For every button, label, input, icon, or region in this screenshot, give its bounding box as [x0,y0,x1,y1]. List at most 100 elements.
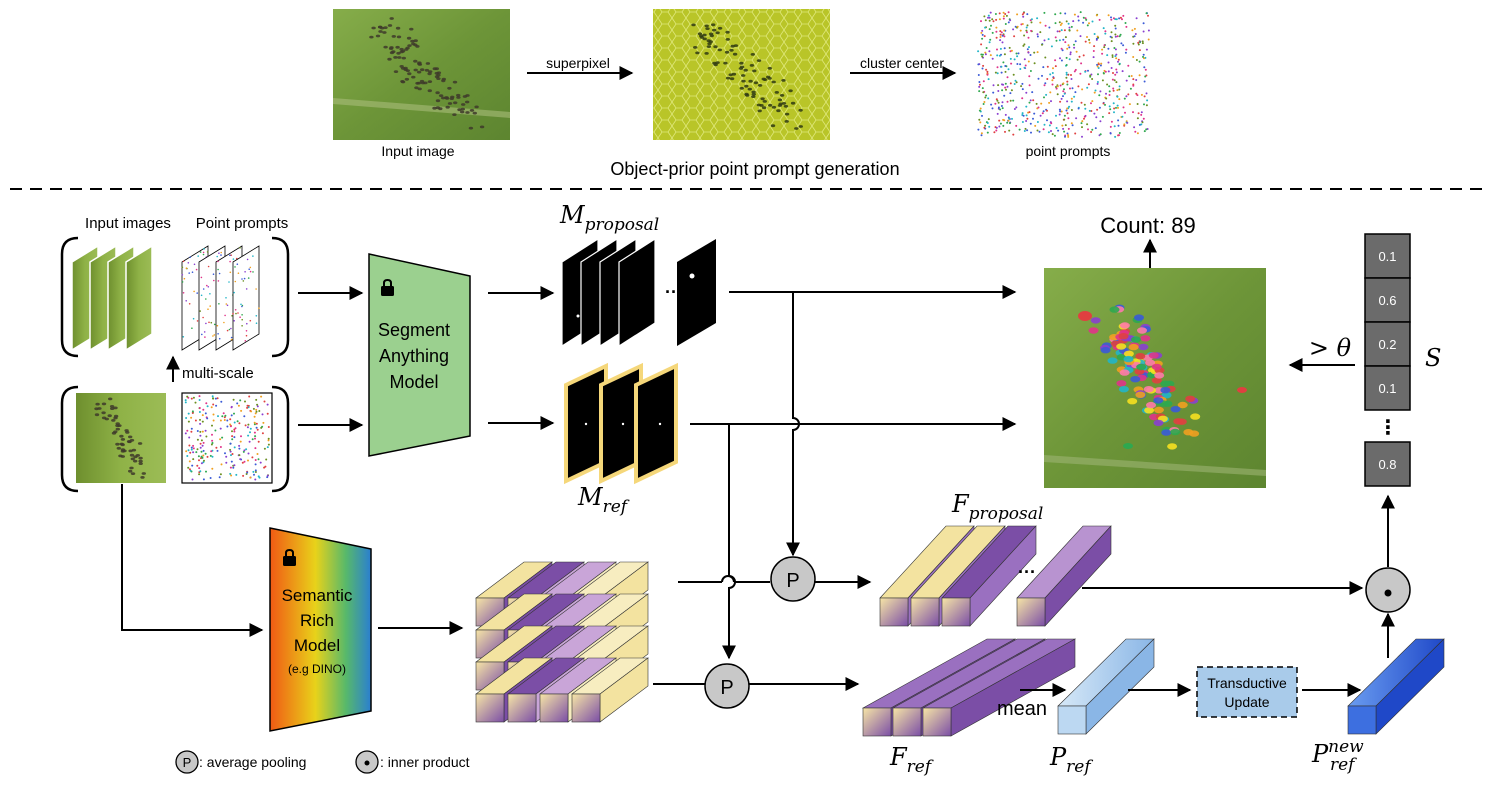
sheep [101,411,106,415]
prompt-dot [1081,88,1084,91]
prompt-dot [988,19,991,22]
point-prompt-dots [977,11,1150,138]
multiscale-label: multi-scale [182,365,254,382]
prompt-dot [187,262,190,264]
prompt-dot [199,430,202,433]
legend-pool-symbol: P [183,755,192,770]
prompt-dot [1111,78,1114,81]
prompt-dot [1132,56,1135,58]
prompt-dot [981,87,984,90]
sheep [375,34,381,38]
prompt-dot [215,446,218,449]
segment-blob [1144,407,1155,414]
prompt-dot [218,252,220,254]
prompt-dot [236,263,239,266]
prompt-dot [1026,117,1029,120]
prompt-dot [1101,115,1104,118]
prompt-dot [247,434,250,437]
prompt-dot [1023,43,1026,46]
prompt-dot [231,438,234,441]
prompt-dot [1016,55,1019,58]
sheep [118,454,123,458]
prompt-dot [1026,48,1029,51]
prompt-dot [1025,105,1028,108]
prompt-dot [989,54,992,57]
prompt-dot [267,439,270,442]
prompt-dot [1045,93,1048,96]
prompt-dot [205,298,207,300]
prompt-dot [1007,119,1010,122]
prompt-dot [207,265,210,268]
segment-blob [1153,397,1164,404]
prompt-dot [220,400,223,403]
prompt-dot [1104,103,1106,106]
prompt-dot [210,450,213,453]
prompt-dot [198,467,201,470]
prompt-dot [191,327,193,330]
prompt-dot [202,441,205,444]
sheep [387,24,393,27]
prompt-dot [1069,51,1072,54]
prompt-dot [1081,135,1083,138]
prompt-dot [230,460,233,463]
prompt-dot [211,442,214,444]
prompt-dot [1015,81,1018,84]
ref-mask [634,362,678,485]
prompt-dot [1041,43,1043,46]
prompt-dot [1013,108,1016,110]
segment-blob [1136,363,1147,371]
prompt-dot [1136,117,1139,120]
prompt-dot [1051,79,1054,82]
prompt-dot [1069,53,1072,56]
score-value: 0.8 [1378,457,1396,472]
prompt-dot [260,395,263,398]
p-ref-label: Pref [1049,743,1093,777]
prompt-dot [1099,133,1102,136]
prompt-dot [1044,82,1047,85]
sheep [130,457,135,461]
prompt-dot [1076,58,1079,61]
p-ref-prototype [1057,638,1155,735]
prompt-dot [1112,102,1115,105]
prompt-dot [980,132,983,135]
sheep [777,104,783,107]
prompt-dot [1019,63,1022,66]
prompt-dot [984,96,987,99]
ref-bar-front [862,707,892,737]
segment-blob [1118,386,1129,393]
prompt-dot [1073,46,1076,49]
prompt-dot [1051,83,1054,86]
prompt-dot [1062,82,1065,85]
prompt-dot [1086,36,1088,38]
prompt-dot [998,125,1001,128]
prompt-dot [1056,85,1059,88]
prompt-dot [1066,100,1069,103]
prompt-dot [999,39,1002,42]
prompt-dot [992,84,995,87]
prompt-dot [1060,47,1063,50]
prompt-dot [995,98,998,101]
prompt-dot [205,322,207,325]
prompt-dot [232,258,235,260]
prompt-dot [1000,65,1003,68]
prompt-dot [1119,33,1122,36]
prompt-dot [1138,49,1141,52]
sheep [757,84,763,87]
prompt-dot [1090,131,1093,133]
prompt-dot [1003,35,1006,38]
prompt-dot [199,422,202,425]
m-ref-label: Mref [577,483,630,517]
sheep [138,462,143,465]
prompt-dot [1044,24,1047,27]
prompt-dot [226,419,229,422]
prompt-dot [190,446,193,449]
prompt-dot [1042,110,1045,113]
prompt-dot [1012,73,1015,76]
prompt-dot [982,64,985,67]
prompt-dot [1063,29,1066,32]
prompt-dot [1080,122,1083,125]
sheep [768,103,773,107]
prompt-dot [1019,68,1022,70]
sheep [751,90,756,94]
sheep [129,453,135,457]
